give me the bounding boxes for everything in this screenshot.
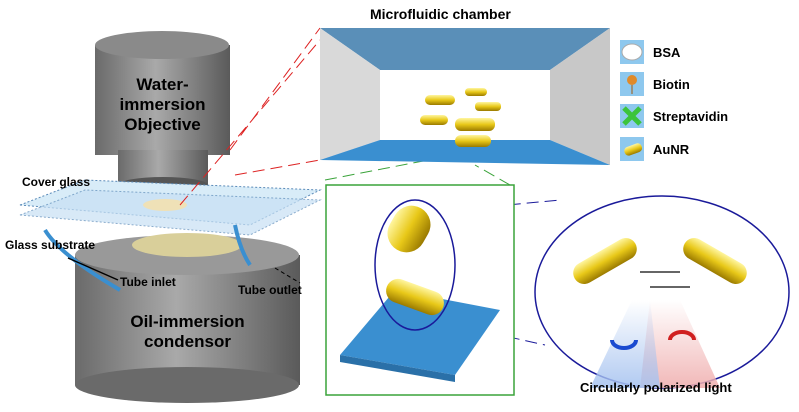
tube-inlet-label: Tube inlet — [120, 275, 176, 289]
glass-substrate-label: Glass substrate — [5, 238, 96, 252]
condenser-label-line: condensor — [144, 332, 231, 351]
chamber-title: Microfluidic chamber — [370, 6, 511, 22]
condenser-label-line: Oil-immersion — [130, 312, 245, 331]
light-label: Circularly polarized light — [580, 380, 732, 395]
legend-streptavidin: Streptavidin — [653, 109, 729, 124]
objective-label-line: Objective — [124, 115, 201, 134]
condenser-label: Oil-immersion condensor — [80, 312, 295, 352]
microfluidic-chamber-graphic — [320, 28, 610, 165]
condenser — [75, 233, 300, 403]
tube-outlet-label: Tube outlet — [238, 283, 302, 297]
legend-bsa: BSA — [653, 45, 681, 60]
objective-label-line: Water- — [136, 75, 189, 94]
objective-label-line: immersion — [119, 95, 206, 114]
legend-biotin: Biotin — [653, 77, 690, 92]
cover-glass-label: Cover glass — [22, 175, 91, 189]
legend-graphic — [620, 40, 644, 161]
legend-aunr: AuNR — [653, 142, 690, 157]
objective-label: Water- immersion Objective — [100, 75, 225, 135]
objective — [95, 31, 230, 193]
